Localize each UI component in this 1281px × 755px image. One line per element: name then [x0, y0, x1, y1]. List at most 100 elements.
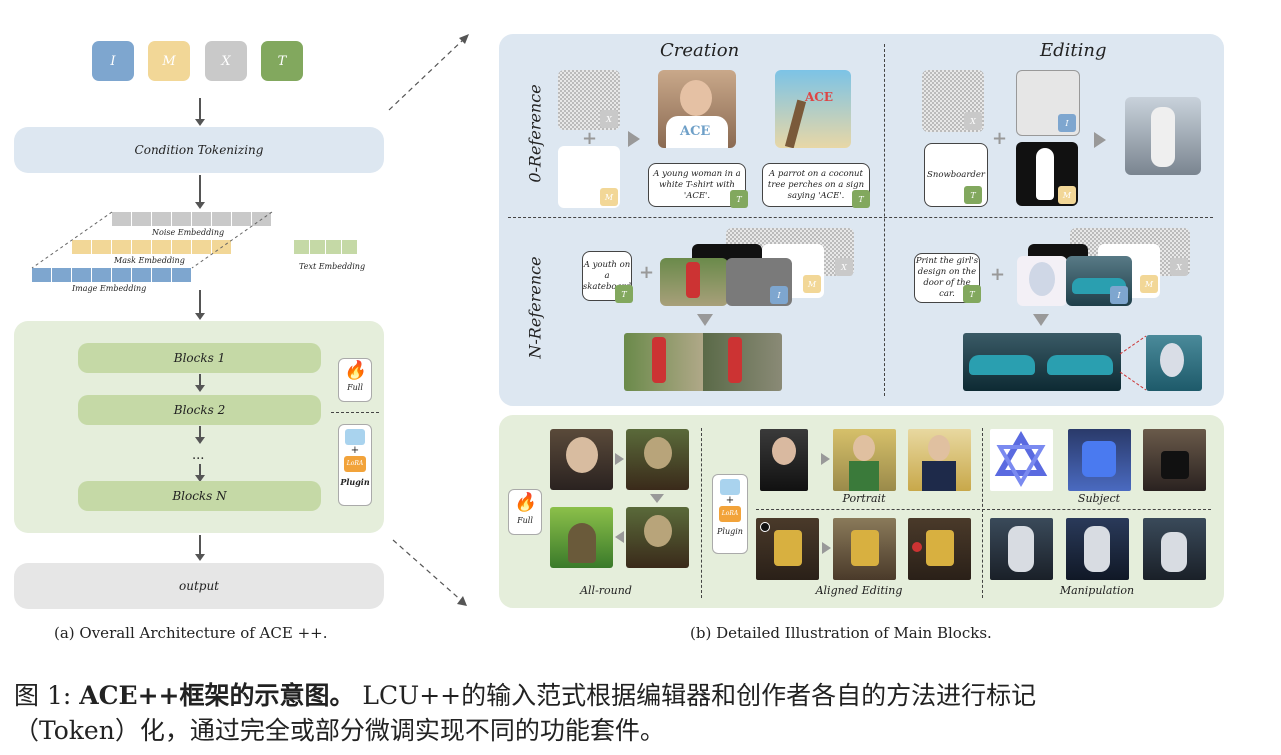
gray-arrow: [822, 542, 831, 554]
mask-embedding-bar: [72, 240, 232, 254]
caption-b: (b) Detailed Illustration of Main Blocks…: [690, 624, 992, 642]
figure-caption-bold: ACE++框架的示意图。: [79, 681, 355, 710]
snowboarder-result: [1125, 97, 1201, 175]
woman-image: ACE: [658, 70, 736, 148]
block-n: Blocks N: [78, 481, 321, 511]
output-label: output: [178, 579, 219, 593]
gray-arrow: [1094, 132, 1106, 148]
badge-x: X: [964, 112, 982, 130]
skater-image: [660, 258, 728, 306]
text-embedding-bar: [294, 240, 358, 254]
embedding-stack-lines: [31, 211, 273, 269]
image-embedding-label: Image Embedding: [72, 284, 147, 293]
noise-embedding-bar: [112, 212, 272, 226]
portrait-output-1: [833, 429, 896, 491]
creation-title: Creation: [660, 40, 740, 61]
goblin-image-2: [626, 507, 689, 568]
down-arrow: [697, 314, 713, 326]
arrow-blocks-to-output: [195, 535, 205, 561]
subject-label: Subject: [1077, 492, 1121, 505]
output-box: output: [14, 563, 384, 609]
robot-output-2: [908, 518, 971, 580]
portrait-label: Portrait: [842, 492, 886, 505]
down-arrow: [650, 494, 664, 503]
gray-arrow: [821, 453, 830, 465]
arrow-block2-to-dots: [195, 426, 205, 444]
vertical-divider-green: [701, 428, 702, 598]
badge-x: X: [835, 258, 853, 276]
parrot-image: ACE: [775, 70, 851, 148]
star-logo-icon: [994, 431, 1048, 487]
arrow-embedding-to-blocks: [195, 290, 205, 320]
einstein-image: [550, 429, 613, 490]
plus-sign: +: [990, 264, 1006, 285]
vertical-divider-blue: [884, 44, 885, 396]
badge-i: I: [1110, 286, 1128, 304]
subject-output-1: [1068, 429, 1131, 491]
zoom-detail-lines: [1119, 335, 1147, 391]
badge-m: M: [1058, 186, 1076, 204]
figure-caption-prefix: 图 1:: [14, 681, 80, 710]
lora-icon: LoRA: [719, 506, 741, 522]
manipulation-output-1: [1066, 518, 1129, 580]
plus-sign: +: [725, 495, 735, 506]
horizontal-divider-blue: [508, 217, 1213, 218]
full-label: Full: [517, 516, 533, 525]
badge-t: T: [852, 190, 870, 208]
image-embedding-bar: [32, 268, 192, 282]
skater-result: [624, 333, 782, 391]
plugin-icon: + LoRA Plugin: [338, 424, 372, 506]
badge-m: M: [600, 188, 618, 206]
arrow-block1-to-block2: [195, 374, 205, 392]
badge-t: T: [963, 285, 981, 303]
car-detail-image: [1146, 335, 1202, 391]
mask-embedding-label: Mask Embedding: [114, 256, 185, 265]
plugin-label: Plugin: [340, 477, 370, 487]
figure-caption-line-1: 图 1: ACE++框架的示意图。 LCU++的输入范式根据编辑器和创作者各自的…: [14, 676, 1036, 712]
aligned-editing-label: Aligned Editing: [815, 584, 903, 597]
robot-output-1: [833, 518, 896, 580]
fire-icon: 🔥: [513, 492, 537, 513]
block-2: Blocks 2: [78, 395, 321, 425]
sketch-image: [1016, 70, 1080, 136]
blocks-ellipsis: ...: [192, 448, 205, 463]
manipulation-output-2: [1143, 518, 1206, 580]
goblin-image: [626, 429, 689, 490]
zoom-connector-lines: [388, 34, 469, 606]
arrow-dots-to-blockn: [195, 464, 205, 482]
condition-tokenizing-label: Condition Tokenizing: [134, 143, 264, 157]
badge-x: X: [1170, 258, 1188, 276]
plugin-icon: + LoRA Plugin: [712, 474, 748, 554]
badge-t: T: [730, 190, 748, 208]
editing-title: Editing: [1040, 40, 1107, 61]
n-reference-label: N-Reference: [525, 256, 545, 359]
condition-tokenizing-box: Condition Tokenizing: [14, 127, 384, 173]
down-arrow: [1033, 314, 1049, 326]
full-finetune-icon: 🔥 Full: [338, 358, 372, 402]
arrow-tokenizing-to-embedding: [195, 175, 205, 209]
arrow-tokens-to-tokenizing: [195, 98, 205, 126]
portrait-output-2: [908, 429, 971, 491]
car-image: [1066, 256, 1132, 306]
horizontal-divider-green: [756, 509, 1211, 510]
plus-sign: +: [582, 128, 598, 149]
token-noise: X: [205, 41, 247, 81]
robot-input: [756, 518, 819, 580]
plus-sign: +: [350, 445, 360, 456]
caption-a: (a) Overall Architecture of ACE ++.: [54, 624, 328, 642]
ice-cube-icon: [720, 479, 740, 495]
full-finetune-icon: 🔥 Full: [508, 489, 542, 535]
portrait-input: [760, 429, 808, 491]
manipulation-input: [990, 518, 1053, 580]
dashed-separator: [331, 412, 379, 413]
figure-caption-line-2: （Token）化，通过完全或部分微调实现不同的功能套件。: [14, 716, 665, 745]
anime-girl-image: [1017, 256, 1067, 306]
zero-reference-label: 0-Reference: [525, 84, 545, 183]
ice-cube-icon: [345, 429, 365, 445]
forest-image: [550, 507, 613, 568]
text-woman: A young woman in a white T-shirt with 'A…: [648, 163, 746, 207]
plus-sign: +: [992, 128, 1008, 149]
noise-embedding-label: Noise Embedding: [152, 228, 225, 237]
badge-x: X: [600, 110, 618, 128]
text-embedding-label: Text Embedding: [299, 262, 366, 271]
